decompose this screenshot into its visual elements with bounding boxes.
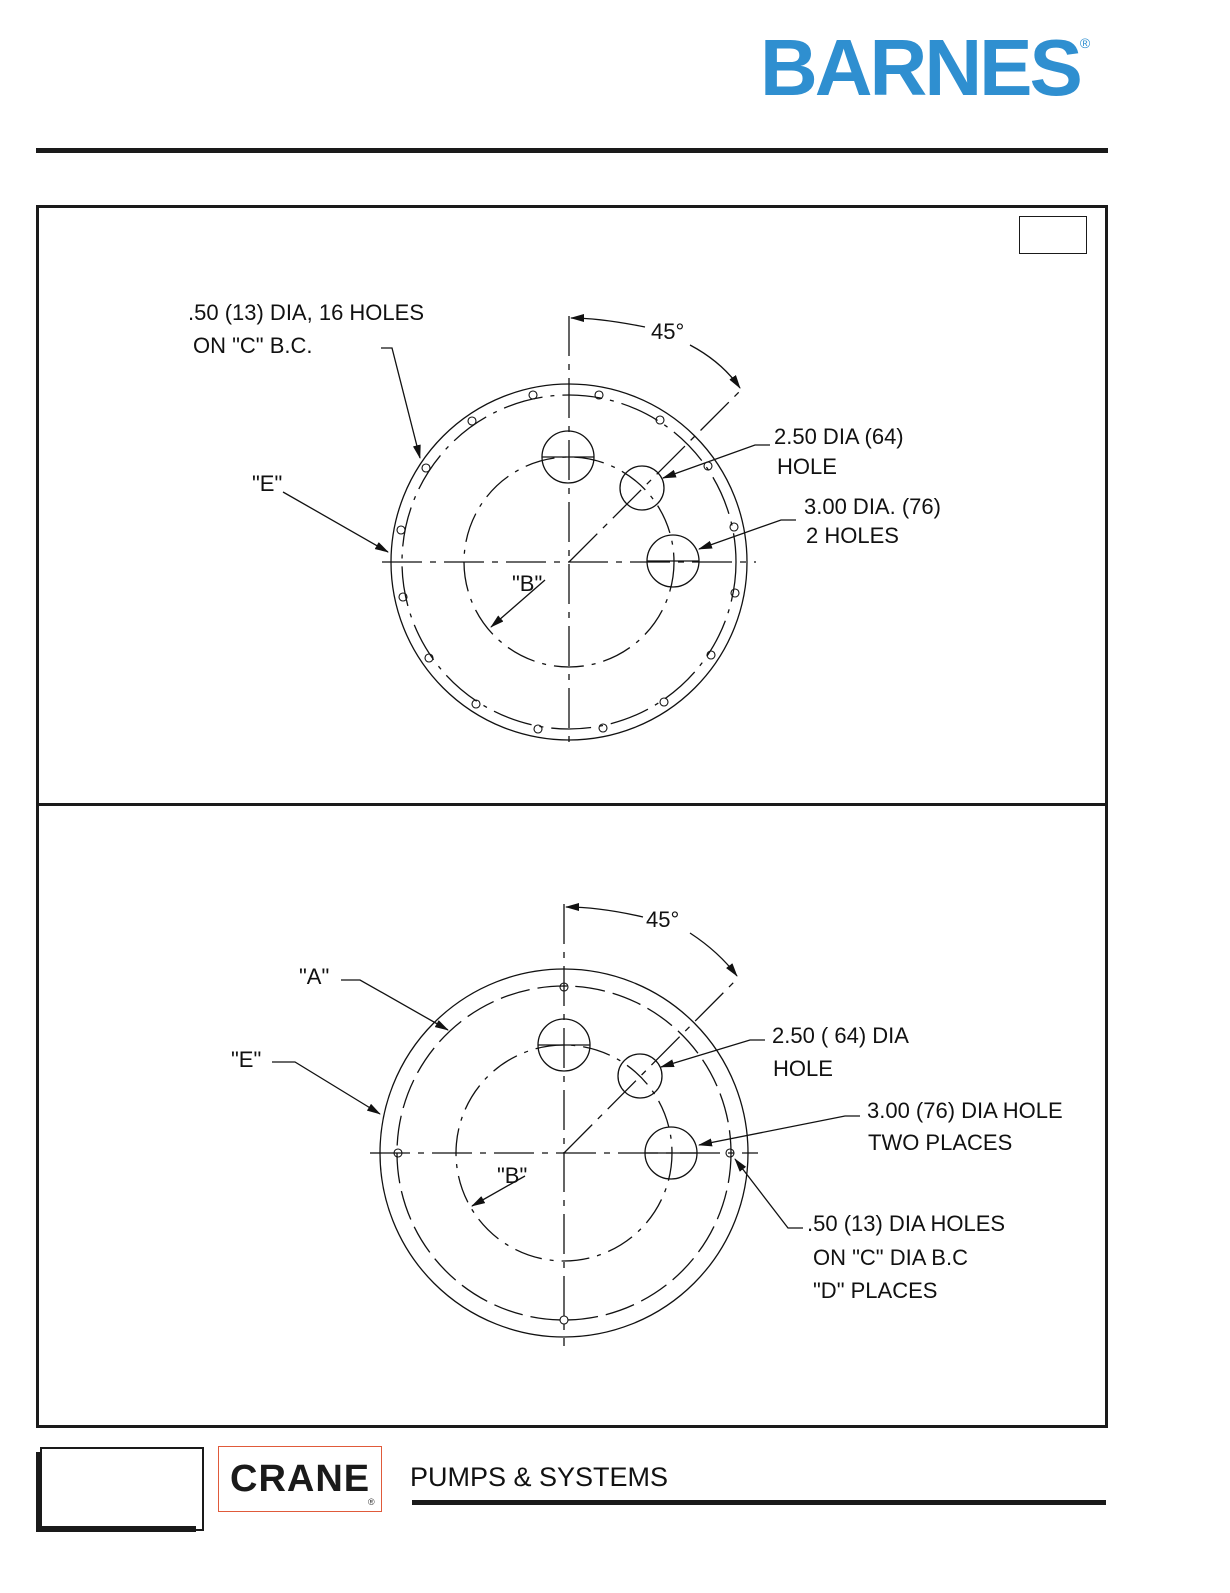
footer-rule: [412, 1500, 1106, 1505]
brand-name: BARNES: [760, 23, 1083, 112]
bottom-label-a: "A": [299, 964, 329, 989]
bottom-angle-label: 45°: [646, 907, 679, 932]
bottom-holes-note-line3: "D" PLACES: [813, 1278, 937, 1303]
bottom-bolt-holes: [393, 982, 735, 1325]
footer-title-box: [40, 1447, 204, 1531]
top-hole-note-line2: HOLE: [777, 454, 837, 479]
top-bolt-holes: [396, 390, 740, 734]
footer-tagline: PUMPS & SYSTEMS: [410, 1462, 669, 1492]
crane-logo: CRANE: [230, 1458, 371, 1500]
top-holes-note-line2: ON "C" B.C.: [193, 333, 313, 358]
top-label-b: "B": [512, 571, 542, 596]
bottom-drawing-panel: [36, 800, 1108, 1428]
top-two-holes-line2: 2 HOLES: [806, 523, 899, 548]
bottom-label-e: "E": [231, 1047, 261, 1072]
top-hole-45: [619, 465, 665, 511]
registered-mark: ®: [1079, 35, 1091, 51]
bottom-holes-note-line2: ON "C" DIA B.C: [813, 1245, 968, 1270]
top-hole-note-line1: 2.50 DIA (64): [774, 424, 904, 449]
bottom-label-b: "B": [497, 1163, 527, 1188]
barnes-logo: BARNES®: [760, 28, 1090, 108]
top-holes-note-line1: .50 (13) DIA, 16 HOLES: [188, 300, 424, 325]
bottom-holes-note-line1: .50 (13) DIA HOLES: [807, 1211, 1005, 1236]
bottom-hole-note-line2: HOLE: [773, 1056, 833, 1081]
bottom-45-centerline: [563, 977, 739, 1154]
top-cover-drawing: [282, 314, 796, 748]
bottom-two-places-line2: TWO PLACES: [868, 1130, 1012, 1155]
bottom-hole-45: [617, 1053, 663, 1099]
bottom-two-places-line1: 3.00 (76) DIA HOLE: [867, 1098, 1063, 1123]
crane-logo-box: [218, 1446, 382, 1512]
top-two-holes-line1: 3.00 DIA. (76): [804, 494, 941, 519]
footer-box-shadow: [36, 1452, 42, 1532]
crane-registered-mark: ®: [368, 1497, 375, 1507]
revision-box: [1019, 216, 1087, 254]
top-45-centerline: [568, 389, 742, 563]
top-label-e: "E": [252, 471, 282, 496]
bottom-cover-drawing: [272, 903, 860, 1346]
top-drawing-panel: [36, 205, 1108, 806]
top-angle-label: 45°: [651, 319, 684, 344]
footer-box-shadow-bottom: [36, 1526, 196, 1532]
header-rule: [36, 148, 1108, 153]
bottom-hole-note-line1: 2.50 ( 64) DIA: [772, 1023, 909, 1048]
